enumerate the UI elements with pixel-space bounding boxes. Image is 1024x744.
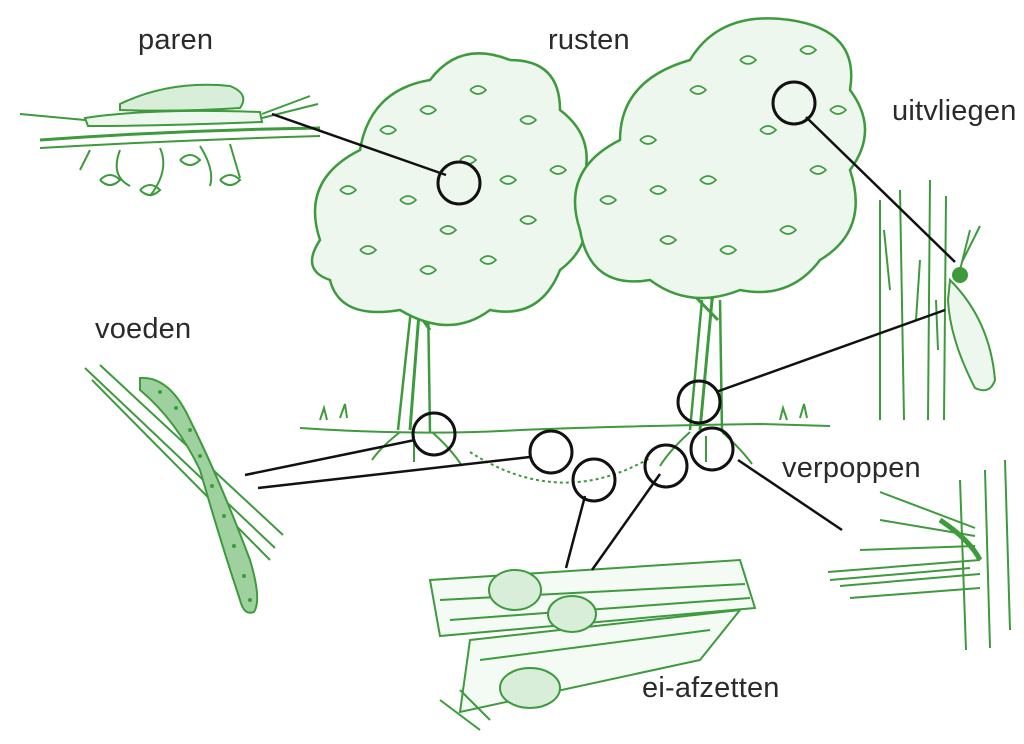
mating-insects-illustration [20,85,320,196]
feeding-larva-illustration [85,365,283,613]
callout-circle-emergence [678,381,720,423]
callout-circle-egg-1 [573,459,615,501]
label-voeden: voeden [95,313,191,346]
callout-circle-verpoppen [691,428,733,470]
label-uitvliegen: uitvliegen [892,95,1017,128]
label-paren: paren [138,24,213,57]
ground [300,404,830,483]
callout-circle-egg-2 [645,445,687,487]
tree-left [312,53,587,466]
flying-insect-illustration [880,180,995,420]
label-ei-afzetten: ei-afzetten [642,672,780,705]
label-rusten: rusten [548,24,630,57]
label-verpoppen: verpoppen [782,452,921,485]
callout-circle-larva-2 [530,431,572,473]
pupation-illustration [828,460,1010,650]
